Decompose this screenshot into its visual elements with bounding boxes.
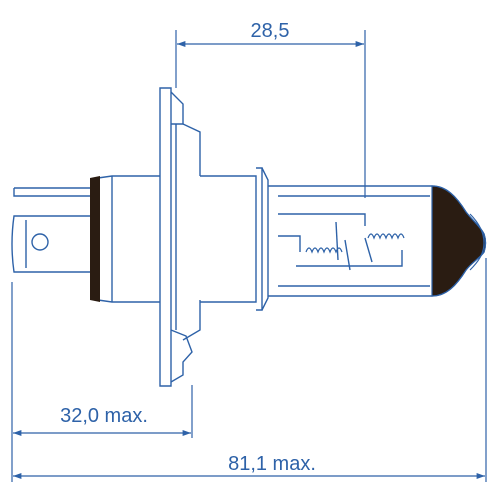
flange-tab-top bbox=[170, 91, 184, 125]
base-cylinder bbox=[97, 175, 160, 303]
flange-tab-bottom bbox=[170, 329, 193, 383]
filament-support-2 bbox=[278, 235, 301, 252]
glass-tip-cap bbox=[431, 185, 487, 297]
terminal-hole bbox=[31, 233, 49, 251]
bulb-body bbox=[11, 87, 487, 387]
base-dark-band bbox=[90, 176, 100, 302]
collar-flange bbox=[256, 167, 263, 311]
dimension-label-middle: 32,0 max. bbox=[60, 405, 148, 427]
high-beam-coil bbox=[367, 233, 405, 240]
filament-support-1 bbox=[278, 213, 366, 226]
filament-support-3 bbox=[296, 250, 403, 267]
holder-collar bbox=[200, 175, 257, 303]
terminal-top bbox=[13, 187, 98, 197]
flange-plate bbox=[159, 87, 172, 387]
terminal-blade bbox=[11, 215, 99, 273]
low-beam-coil bbox=[305, 247, 343, 254]
extension-lines bbox=[11, 30, 487, 482]
dimension-label-bottom: 81,1 max. bbox=[228, 453, 316, 475]
dimension-label-top: 28,5 bbox=[251, 20, 290, 42]
